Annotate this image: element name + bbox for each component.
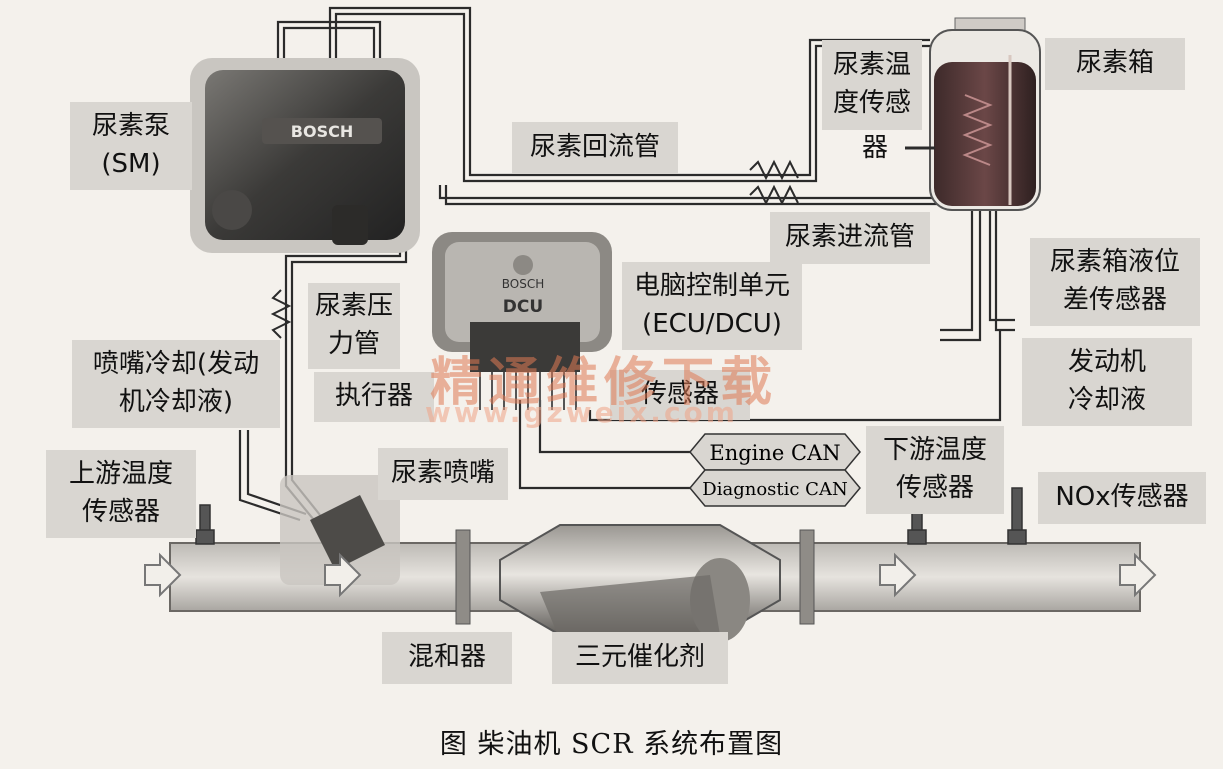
urea-pump-device: BOSCH bbox=[190, 58, 420, 253]
engine-can-tag: Engine CAN bbox=[689, 433, 861, 471]
label-return-pipe: 尿素回流管 bbox=[512, 122, 678, 174]
pipe-lines bbox=[238, 6, 1015, 522]
label-nozzle: 尿素喷嘴 bbox=[378, 448, 508, 500]
pump-brand-text: BOSCH bbox=[291, 122, 353, 141]
label-urea-pump: 尿素泵 (SM) bbox=[70, 102, 192, 190]
label-downstream-temp: 下游温度 传感器 bbox=[866, 426, 1004, 514]
watermark-line1: 精通维修下载 bbox=[430, 352, 779, 413]
figure-caption: 图 柴油机 SCR 系统布置图 bbox=[439, 729, 784, 760]
label-coolant: 发动机 冷却液 bbox=[1022, 338, 1192, 426]
dcu-device: BOSCH DCU bbox=[432, 232, 612, 410]
label-upstream-temp: 上游温度 传感器 bbox=[46, 450, 196, 538]
pipe-coils bbox=[270, 159, 799, 339]
label-ecu: 电脑控制单元 (ECU/DCU) bbox=[622, 262, 802, 350]
label-mixer: 混和器 bbox=[382, 632, 512, 684]
label-inlet-pipe: 尿素进流管 bbox=[770, 212, 930, 264]
label-sensor: 传感器 bbox=[610, 370, 750, 420]
label-urea-tank: 尿素箱 bbox=[1045, 38, 1185, 90]
label-actuator: 执行器 bbox=[314, 372, 434, 422]
label-nox-sensor: NOx传感器 bbox=[1038, 472, 1206, 524]
exhaust-pipe bbox=[144, 475, 1157, 642]
label-nozzle-cooling: 喷嘴冷却(发动 机冷却液) bbox=[72, 340, 280, 428]
diagnostic-can-tag: Diagnostic CAN bbox=[689, 469, 861, 507]
dcu-text: DCU bbox=[503, 297, 543, 317]
engine-can-label: Engine CAN bbox=[709, 441, 840, 465]
label-tank-temp-sensor-tail: 器 bbox=[861, 133, 888, 163]
watermark-line2: www.gzweix.com bbox=[425, 396, 738, 429]
label-pressure-pipe: 尿素压 力管 bbox=[308, 283, 400, 369]
label-catalyst: 三元催化剂 bbox=[552, 632, 728, 684]
label-level-sensor: 尿素箱液位 差传感器 bbox=[1030, 238, 1200, 326]
dcu-brand-text: BOSCH bbox=[502, 277, 545, 291]
diagnostic-can-label: Diagnostic CAN bbox=[702, 479, 847, 500]
urea-tank-device bbox=[905, 17, 1041, 211]
label-tank-temp-sensor: 尿素温 度传感 bbox=[822, 40, 922, 130]
